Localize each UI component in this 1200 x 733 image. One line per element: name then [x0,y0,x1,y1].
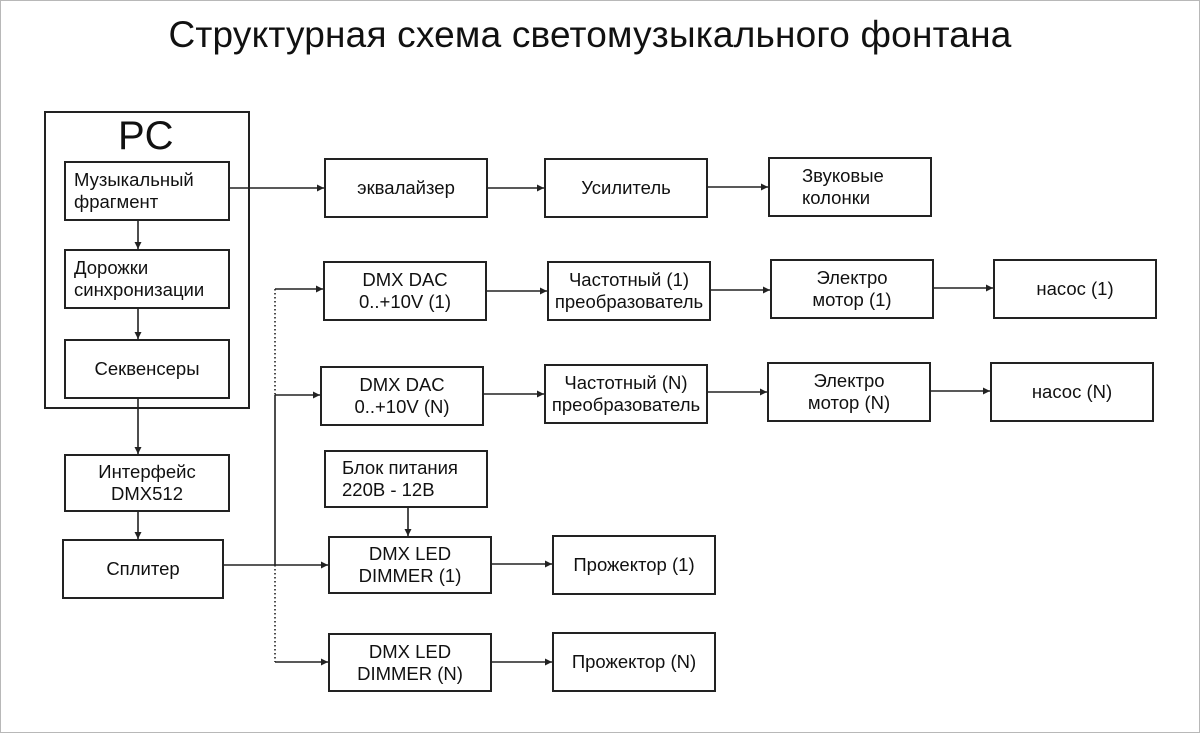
diagram-title: Структурная схема светомузыкального фонт… [168,14,1012,55]
block-line: Прожектор (N) [571,651,697,672]
block-line: DIMMER (N) [357,662,463,684]
block-line: DMX DAC [362,269,448,290]
block-line: насос (N) [1031,381,1113,402]
pc-label: PC [118,114,174,158]
block-line: DMX DAC [359,374,445,395]
block-line: 0..+10V (1) [358,291,452,312]
block-line: Частотный (1) [568,269,690,290]
block-line: фрагмент [74,191,159,212]
speakers-block: Звуковые колонки [768,157,932,217]
freq-converter-n-block: Частотный (N) преобразователь [544,364,708,424]
sync-tracks-block: Дорожки синхронизации [64,249,230,309]
block-line: DMX512 [111,483,183,504]
led-dimmer-n-block: DMX LED DIMMER (N) [328,633,492,692]
block-line: Электро [813,370,885,391]
pump-n-block: насос (N) [990,362,1154,422]
music-fragment-block: Музыкальный фрагмент [64,161,230,221]
block-line: 0..+10V (N) [354,396,450,417]
block-line: Музыкальный [74,169,194,190]
block-line: преобразователь [551,394,701,415]
equalizer-block: эквалайзер [324,158,488,218]
block-line: Частотный (N) [564,372,688,393]
block-line: 220В - 12В [342,479,435,500]
block-line: мотор (N) [807,392,891,413]
block-line: Блок питания [342,457,458,478]
block-line: Дорожки [74,257,149,278]
dmx-dac-1-block: DMX DAC 0..+10V (1) [323,261,487,321]
dmx-dac-n-block: DMX DAC 0..+10V (N) [320,366,484,426]
dmx512-interface-block: Интерфейс DMX512 [64,454,230,512]
sequencers-block: Секвенсеры [64,339,230,399]
block-line: насос (1) [1036,278,1114,299]
block-line: Секвенсеры [94,358,200,379]
freq-converter-1-block: Частотный (1) преобразователь [547,261,711,321]
block-line: DIMMER (1) [358,565,462,586]
block-line: Интерфейс [98,461,196,482]
amplifier-block: Усилитель [544,158,708,218]
power-supply-block: Блок питания 220В - 12В [324,450,488,508]
block-line: Усилитель [581,177,671,198]
block-line: колонки [802,187,871,208]
projector-1-block: Прожектор (1) [552,535,716,595]
motor-n-block: Электро мотор (N) [767,362,931,422]
block-line: мотор (1) [812,289,892,310]
block-line: Звуковые [802,165,884,186]
block-line: синхронизации [74,279,205,300]
projector-n-block: Прожектор (N) [552,632,716,692]
pump-1-block: насос (1) [993,259,1157,319]
led-dimmer-1-block: DMX LED DIMMER (1) [328,536,492,594]
block-line: Прожектор (1) [573,554,695,575]
block-line: эквалайзер [357,177,455,198]
block-line: Сплитер [106,558,180,579]
block-line: преобразователь [554,291,704,312]
motor-1-block: Электро мотор (1) [770,259,934,319]
splitter-block: Сплитер [62,539,224,599]
pc-container [44,111,250,409]
block-line: DMX LED [368,640,452,662]
block-line: Электро [816,267,888,288]
block-line: DMX LED [368,543,452,564]
